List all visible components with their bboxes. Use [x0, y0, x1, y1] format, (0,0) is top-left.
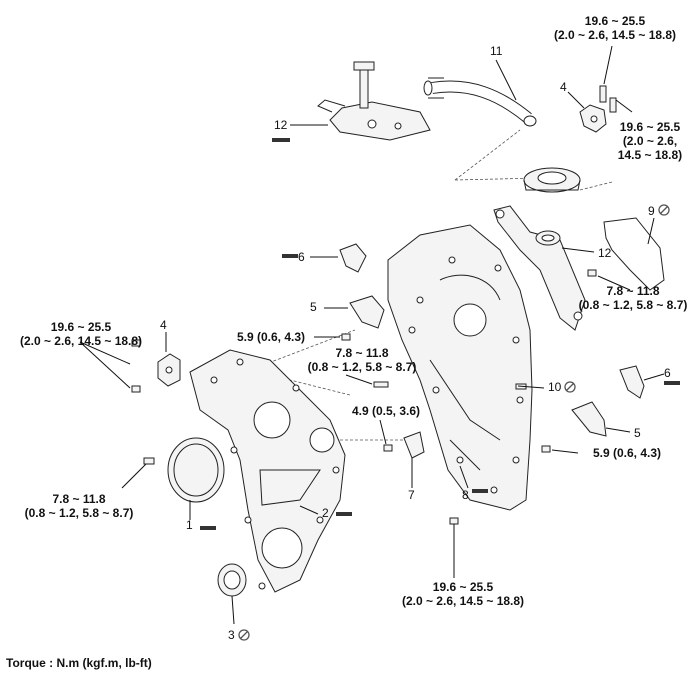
- bracket-7: [403, 431, 425, 459]
- torque-spec-center-59: 5.9 (0.6, 4.3): [236, 330, 306, 344]
- part-number-6-right: 6: [664, 366, 671, 380]
- no-reuse-icon: [238, 629, 250, 641]
- no-reuse-icon: [658, 204, 670, 216]
- gasket-9: [603, 217, 665, 291]
- clip-6-center: [339, 243, 367, 273]
- torque-spec-left-196: 19.6 ~ 25.5 (2.0 ~ 2.6, 14.5 ~ 18.8): [19, 320, 143, 348]
- part-number-5-center: 5: [310, 300, 317, 314]
- part-number-8: 8: [462, 488, 469, 502]
- timing-cover-inner: [387, 224, 533, 511]
- sensor-4-upper: [579, 85, 617, 133]
- sensor-4-left: [157, 353, 181, 387]
- torque-spec-top-right: 19.6 ~ 25.5 (2.0 ~ 2.6, 14.5 ~ 18.8): [553, 14, 677, 42]
- bolt-12-upper: [272, 138, 290, 142]
- torque-spec-center-49: 4.9 (0.5, 3.6): [351, 404, 421, 418]
- torque-spec-right-59: 5.9 (0.6, 4.3): [592, 446, 662, 460]
- cover-plate-1: [167, 437, 225, 503]
- part-number-7: 7: [408, 488, 415, 502]
- part-number-5-right: 5: [634, 426, 641, 440]
- part-number-6-center: 6: [298, 250, 305, 264]
- bracket-12-upper: [317, 61, 431, 141]
- torque-spec-center-78: 7.8 ~ 11.8 (0.8 ~ 1.2, 5.8 ~ 8.7): [307, 346, 417, 374]
- clip-6-right: [619, 365, 645, 399]
- oil-seal-3: [217, 563, 247, 597]
- part-number-4-upper: 4: [560, 80, 567, 94]
- part-number-1: 1: [186, 518, 193, 532]
- torque-spec-bottom-196: 19.6 ~ 25.5 (2.0 ~ 2.6, 14.5 ~ 18.8): [401, 580, 525, 608]
- part-number-9: 9: [648, 204, 655, 218]
- part-number-3: 3: [228, 628, 235, 642]
- part-number-12-right: 12: [598, 246, 612, 260]
- bolts: [131, 254, 680, 530]
- no-reuse-icon: [564, 381, 576, 393]
- water-pipe-12: [493, 205, 586, 331]
- part-number-12-upper: 12: [274, 118, 288, 132]
- part-number-11: 11: [490, 44, 503, 58]
- torque-spec-left-78: 7.8 ~ 11.8 (0.8 ~ 1.2, 5.8 ~ 8.7): [24, 492, 134, 520]
- hose-11: [423, 77, 537, 127]
- torque-spec-top-right-2: 19.6 ~ 25.5 (2.0 ~ 2.6, 14.5 ~ 18.8): [617, 120, 683, 162]
- torque-unit-note: Torque : N.m (kgf.m, lb-ft): [6, 656, 152, 670]
- bracket-5-center: [349, 295, 385, 329]
- assembly-guide-lines: [249, 129, 613, 441]
- part-number-4-left: 4: [160, 318, 167, 332]
- timing-cover-front: [189, 349, 346, 593]
- leader-lines: [79, 45, 665, 625]
- bracket-5-right: [571, 401, 607, 437]
- torque-spec-right-mid: 7.8 ~ 11.8 (0.8 ~ 1.2, 5.8 ~ 8.7): [578, 284, 688, 312]
- part-number-2: 2: [322, 506, 329, 520]
- part-number-10: 10: [548, 380, 562, 394]
- oil-seal-upper: [523, 167, 581, 193]
